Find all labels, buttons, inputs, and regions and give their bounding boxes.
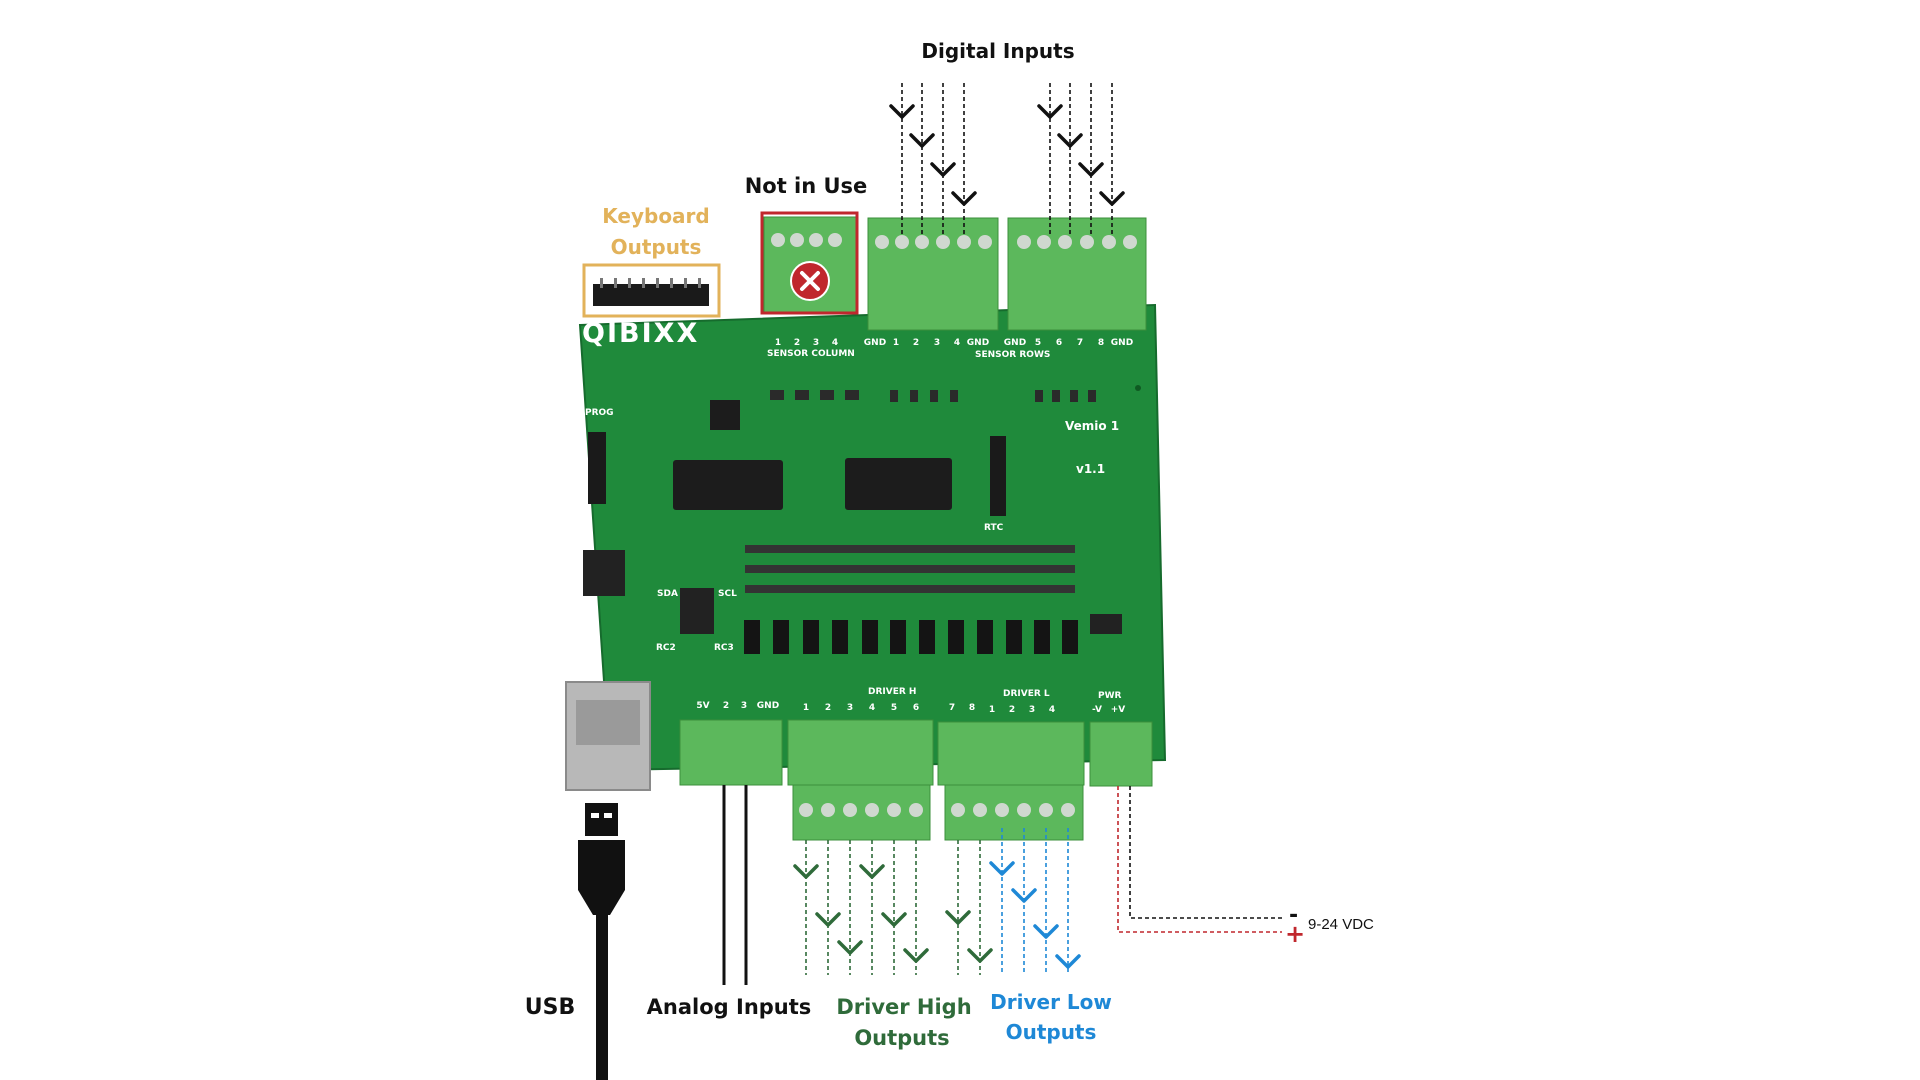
pin-label: 5 bbox=[1035, 338, 1041, 348]
sensor-rows-left-terminal bbox=[867, 217, 999, 331]
pin-label: 4 bbox=[869, 703, 875, 713]
power-terminal bbox=[1089, 721, 1153, 787]
digital-input-wires bbox=[901, 83, 1113, 234]
pin-label: GND bbox=[1111, 338, 1133, 348]
silk-driver-h: DRIVER H bbox=[868, 687, 916, 697]
pin-label: GND bbox=[757, 701, 779, 711]
pin-label: 6 bbox=[913, 703, 919, 713]
power-minus-sign: - bbox=[1289, 903, 1298, 928]
pin-label: 8 bbox=[1098, 338, 1104, 348]
usb-plug-icon bbox=[578, 803, 625, 1080]
keyboard-outputs-label-line2: Outputs bbox=[611, 235, 702, 259]
silk-rtc: RTC bbox=[984, 523, 1004, 533]
pin-label: 4 bbox=[954, 338, 960, 348]
driver-low-wires bbox=[1001, 828, 1069, 975]
driver-high-arrows bbox=[793, 864, 993, 963]
power-wires bbox=[1117, 786, 1282, 933]
pin-label: 2 bbox=[794, 338, 800, 348]
keyboard-outputs-label-line1: Keyboard bbox=[602, 204, 709, 228]
pin-label: 1 bbox=[989, 705, 995, 715]
silk-pwr: PWR bbox=[1098, 691, 1122, 701]
driver-low-arrows bbox=[989, 861, 1081, 969]
pin-label: 8 bbox=[969, 703, 975, 713]
analog-input-wires bbox=[722, 785, 748, 985]
pin-label: 3 bbox=[1029, 705, 1035, 715]
pin-label: 5 bbox=[891, 703, 897, 713]
digital-input-arrows bbox=[889, 104, 1125, 206]
pin-label: 4 bbox=[1049, 705, 1055, 715]
pin-label: 2 bbox=[825, 703, 831, 713]
pin-label: 6 bbox=[1056, 338, 1062, 348]
analog-terminal bbox=[679, 719, 783, 786]
pin-label: 2 bbox=[723, 701, 729, 711]
sensor-rows-right-terminal bbox=[1007, 217, 1147, 331]
silk-scl: SCL bbox=[718, 589, 737, 599]
digital-inputs-label: Digital Inputs bbox=[921, 39, 1074, 63]
silk-sda: SDA bbox=[657, 589, 678, 599]
analog-inputs-label: Analog Inputs bbox=[647, 995, 812, 1019]
driver-low-label-line1: Driver Low bbox=[990, 990, 1112, 1014]
board-brand: QIBIXX bbox=[582, 318, 699, 349]
silk-rc2: RC2 bbox=[656, 643, 676, 653]
pin-label: 7 bbox=[1077, 338, 1083, 348]
driver-high-wires bbox=[805, 840, 981, 975]
keyboard-outputs-highlight bbox=[582, 263, 721, 318]
pin-label: 2 bbox=[913, 338, 919, 348]
pin-label: 3 bbox=[847, 703, 853, 713]
pin-label: 3 bbox=[741, 701, 747, 711]
not-in-use-label: Not in Use bbox=[745, 174, 868, 198]
pin-label: 1 bbox=[893, 338, 899, 348]
pin-label: 3 bbox=[934, 338, 940, 348]
pin-label: -V bbox=[1092, 705, 1102, 715]
x-circle-icon bbox=[790, 261, 830, 301]
pin-label: 4 bbox=[832, 338, 838, 348]
silk-prog: PROG bbox=[585, 408, 614, 418]
board-components bbox=[583, 390, 1122, 654]
board-model: Vemio 1 bbox=[1065, 419, 1119, 433]
usb-b-connector bbox=[565, 681, 651, 791]
silk-sensor-rows: SENSOR ROWS bbox=[975, 350, 1050, 360]
driver-low-terminal bbox=[937, 721, 1085, 841]
board-version: v1.1 bbox=[1076, 462, 1105, 476]
driver-high-label-line2: Outputs bbox=[854, 1026, 949, 1050]
pin-label: 7 bbox=[949, 703, 955, 713]
keyboard-header bbox=[593, 278, 709, 306]
pin-label: 1 bbox=[775, 338, 781, 348]
silk-sensor-column: SENSOR COLUMN bbox=[767, 349, 855, 359]
pin-label: 1 bbox=[803, 703, 809, 713]
pin-label: GND bbox=[967, 338, 989, 348]
driver-high-label-line1: Driver High bbox=[836, 995, 971, 1019]
silk-rc3: RC3 bbox=[714, 643, 734, 653]
driver-low-label-line2: Outputs bbox=[1006, 1020, 1097, 1044]
pin-label: +V bbox=[1111, 705, 1126, 715]
pin-label: GND bbox=[864, 338, 886, 348]
usb-label: USB bbox=[525, 995, 575, 1020]
power-label: 9-24 VDC bbox=[1308, 916, 1374, 933]
driver-high-terminal bbox=[787, 719, 934, 841]
pin-label: 3 bbox=[813, 338, 819, 348]
pcb-board bbox=[578, 303, 1167, 772]
pin-label: 5V bbox=[696, 701, 709, 711]
pin-label: 2 bbox=[1009, 705, 1015, 715]
power-plus-sign: + bbox=[1285, 920, 1305, 948]
silk-driver-l: DRIVER L bbox=[1003, 689, 1050, 699]
not-in-use-highlight bbox=[760, 211, 859, 315]
pin-label: GND bbox=[1004, 338, 1026, 348]
